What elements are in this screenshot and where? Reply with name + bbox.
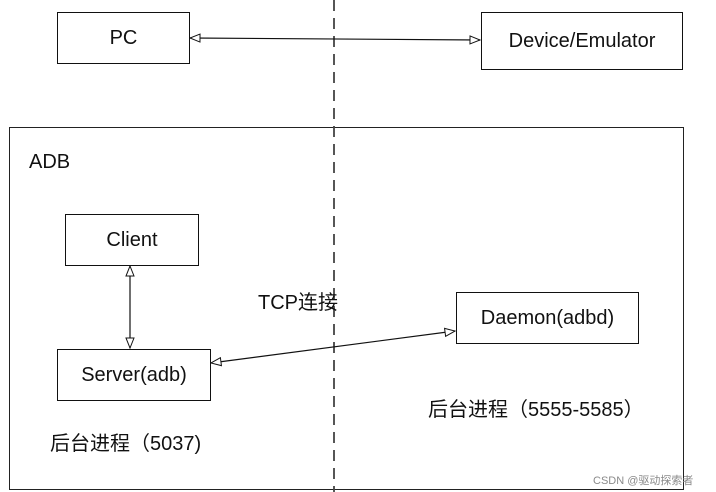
daemon-adbd-label: Daemon(adbd) (480, 306, 615, 329)
device-emulator-label: Device/Emulator (508, 29, 656, 52)
pc-label: PC (109, 26, 138, 49)
tcp-connection-label: TCP连接 (258, 292, 338, 314)
server-process-label: 后台进程（5037) (50, 433, 202, 455)
adb-title: ADB (29, 151, 71, 173)
daemon-adbd-box: Daemon(adbd) (456, 292, 639, 344)
pc-box: PC (57, 12, 190, 64)
server-daemon-arrow (211, 331, 455, 363)
daemon-process-label: 后台进程（5555-5585） (428, 399, 644, 421)
server-adb-label: Server(adb) (81, 363, 187, 386)
client-box: Client (65, 214, 199, 266)
device-emulator-box: Device/Emulator (481, 12, 683, 70)
watermark: CSDN @驱动探索者 (593, 475, 694, 487)
server-adb-box: Server(adb) (57, 349, 211, 401)
pc-device-arrow (190, 38, 480, 40)
client-label: Client (106, 228, 158, 251)
